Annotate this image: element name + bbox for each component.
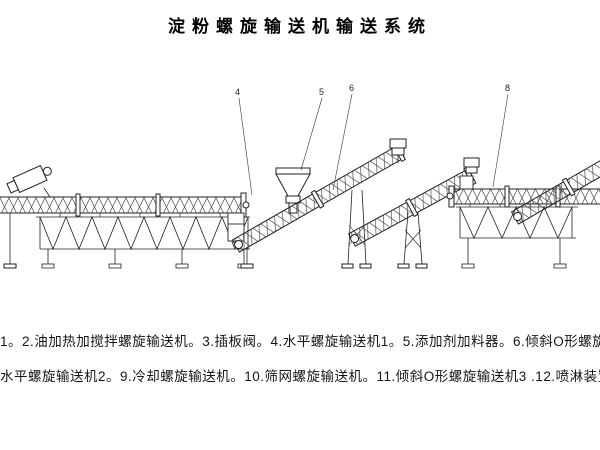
left-truss xyxy=(36,215,251,269)
callout-4-label: 4 xyxy=(235,87,240,97)
inclined-conveyor-1 xyxy=(231,143,407,269)
callout-5-label: 5 xyxy=(319,87,324,97)
inclined-1-motor xyxy=(389,138,407,163)
callout-8-label: 8 xyxy=(505,83,510,93)
right-truss xyxy=(456,206,578,269)
callouts: 4 5 6 8 xyxy=(235,83,510,196)
drawing-title: 淀粉螺旋输送机输送系统 xyxy=(168,17,432,36)
inclined-conveyor-2 xyxy=(347,166,477,269)
callout-4: 4 xyxy=(235,87,253,196)
legend-line-2: 水平螺旋输送机2。9.冷却螺旋输送机。10.筛网螺旋输送机。11.倾斜O形螺旋输… xyxy=(0,369,600,384)
legend-line-1: 1。2.油加热加搅拌螺旋输送机。3.插板阀。4.水平螺旋输送机1。5.添加剂加料… xyxy=(0,334,600,349)
inclined-2-motor xyxy=(463,157,480,174)
callout-8: 8 xyxy=(492,83,510,188)
callout-6: 6 xyxy=(332,83,354,191)
left-drive-motor xyxy=(6,164,52,198)
callout-6-label: 6 xyxy=(349,83,354,93)
left-conveyor xyxy=(0,192,250,269)
inclined-conveyor-3 xyxy=(510,153,600,225)
callout-5: 5 xyxy=(300,87,324,171)
